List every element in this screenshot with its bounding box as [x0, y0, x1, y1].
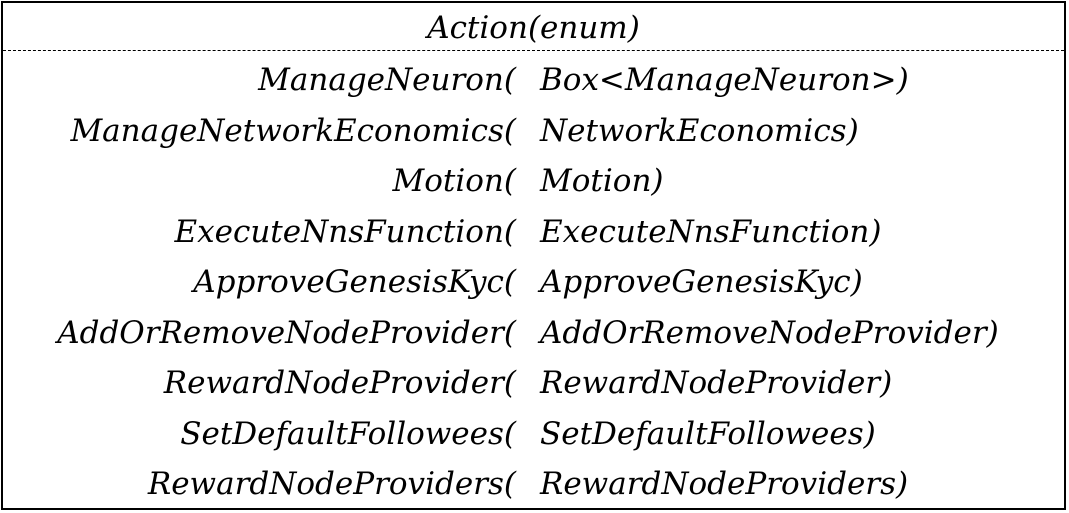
variant-type: ApproveGenesisKyc)	[540, 264, 863, 300]
variant-name: RewardNodeProviders(	[147, 466, 516, 502]
variant-type: AddOrRemoveNodeProvider)	[540, 314, 999, 351]
variant-row: RewardNodeProviders( RewardNodeProviders…	[3, 460, 1064, 511]
variant-row: RewardNodeProvider( RewardNodeProvider)	[3, 359, 1064, 410]
variant-row: ManageNetworkEconomics( NetworkEconomics…	[3, 107, 1064, 158]
variant-type: Box<ManageNeuron>)	[540, 62, 909, 98]
variant-type: SetDefaultFollowees)	[540, 415, 876, 452]
variant-row: ManageNeuron( Box<ManageNeuron>)	[3, 56, 1064, 107]
variant-type: RewardNodeProvider)	[540, 365, 893, 401]
variant-name: RewardNodeProvider(	[163, 365, 516, 401]
variant-type: RewardNodeProviders)	[540, 466, 909, 502]
variant-name: AddOrRemoveNodeProvider(	[57, 314, 516, 351]
variant-type: Motion)	[540, 163, 664, 199]
variant-name: ExecuteNnsFunction(	[174, 213, 516, 250]
variant-name: SetDefaultFollowees(	[180, 415, 516, 452]
variant-row: ExecuteNnsFunction( ExecuteNnsFunction)	[3, 208, 1064, 259]
variant-name: ManageNeuron(	[258, 62, 516, 98]
variant-row: Motion( Motion)	[3, 157, 1064, 208]
variant-row: SetDefaultFollowees( SetDefaultFollowees…	[3, 410, 1064, 461]
variant-list: ManageNeuron( Box<ManageNeuron>) ManageN…	[3, 56, 1064, 511]
title-divider	[3, 50, 1064, 51]
variant-name: Motion(	[392, 163, 516, 199]
variant-row: AddOrRemoveNodeProvider( AddOrRemoveNode…	[3, 309, 1064, 360]
enum-title: Action(enum)	[427, 10, 640, 46]
variant-name: ManageNetworkEconomics(	[70, 112, 516, 149]
variant-row: ApproveGenesisKyc( ApproveGenesisKyc)	[3, 258, 1064, 309]
variant-type: ExecuteNnsFunction)	[540, 213, 882, 250]
variant-name: ApproveGenesisKyc(	[193, 264, 516, 300]
variant-type: NetworkEconomics)	[540, 112, 859, 149]
